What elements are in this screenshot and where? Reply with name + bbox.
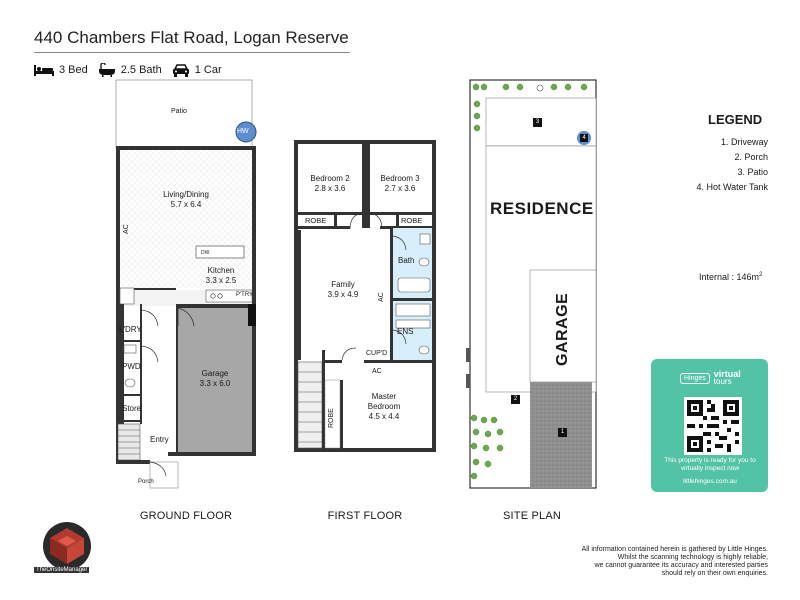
garage-room-label: Garage 3.3 x 6.0: [200, 369, 231, 389]
legend-item-patio: 3. Patio: [737, 167, 768, 177]
virtual-tours-wordmark: virtual tours: [714, 370, 741, 386]
disclaimer-line-2: Whilst the scanning technology is highly…: [617, 554, 768, 561]
robe-left-label: ROBE: [305, 216, 327, 225]
site-garage-label: GARAGE: [554, 292, 571, 366]
ground-floor-caption: GROUND FLOOR: [139, 510, 233, 522]
kitchen-label: Kitchen 3.3 x 2.5: [206, 266, 237, 286]
ac-family-label: AC: [378, 292, 385, 302]
family-label: Family 3.9 x 4.9: [328, 280, 359, 300]
spec-cars-label: 1 Car: [194, 64, 222, 76]
marker-4-hot-water: 4: [580, 134, 588, 142]
residence-label: RESIDENCE: [490, 199, 594, 218]
spec-baths: 2.5 Bath: [98, 63, 162, 77]
porch-area: [149, 461, 179, 489]
hw-marker-label: HW: [237, 128, 249, 135]
first-floor-caption: FIRST FLOOR: [327, 510, 403, 522]
kitchen-name: Kitchen: [207, 266, 235, 275]
spec-baths-label: 2.5 Bath: [120, 64, 162, 76]
bedroom-3-name: Bedroom 3: [380, 174, 420, 183]
disclaimer: All information contained herein is gath…: [582, 546, 768, 578]
marker-2-porch: 2: [511, 395, 520, 404]
hinges-brand-pill: Hinges: [680, 372, 710, 384]
marker-3-patio: 3: [533, 118, 542, 127]
patio-area: [115, 79, 253, 149]
robe-right-label: ROBE: [401, 216, 423, 225]
legend-list: 1. Driveway 2. Porch 3. Patio 4. Hot Wat…: [696, 135, 768, 195]
internal-area-unit-sup: 2: [759, 272, 763, 278]
robe-master-label: ROBE: [328, 408, 335, 428]
living-dining-dim: 5.7 x 6.4: [170, 200, 202, 209]
legend-item-driveway: 1. Driveway: [720, 137, 768, 147]
master-name: Master: [371, 392, 397, 401]
master-name-2: Bedroom: [367, 402, 401, 411]
property-specs: 3 Bed 2.5 Bath 1 Car: [34, 62, 222, 78]
virtual-tour-badge: Hinges virtual tours: [680, 369, 741, 387]
living-floor: [118, 148, 256, 288]
marker-1-driveway: 1: [558, 428, 567, 437]
spec-cars: 1 Car: [172, 63, 222, 77]
qr-code-icon[interactable]: [684, 397, 742, 455]
first-floor-plan: [294, 140, 436, 452]
bedroom-3-dim: 2.7 x 3.6: [384, 184, 416, 193]
cupboard-label: CUP'D: [366, 350, 388, 357]
patio-label: Patio: [171, 108, 187, 115]
master-dim: 4.5 x 4.4: [368, 412, 400, 421]
disclaimer-line-1: All information contained herein is gath…: [581, 546, 768, 553]
ground-floor-plan: [115, 79, 257, 489]
garden-shrubs: [470, 83, 588, 480]
entry-label: Entry: [150, 435, 169, 444]
living-dining-name: Living/Dining: [163, 190, 209, 199]
kitchen-dim: 3.3 x 2.5: [205, 276, 237, 285]
ensuite-label: ENS: [397, 327, 414, 336]
family-name: Family: [331, 280, 355, 289]
spec-beds: 3 Bed: [34, 64, 88, 76]
onsite-manager-logo-icon: [43, 522, 91, 570]
bedroom-3-label: Bedroom 3 2.7 x 3.6: [380, 174, 419, 194]
car-icon: [172, 63, 189, 77]
ac-master-label: AC: [372, 368, 382, 375]
title-divider: [34, 52, 350, 53]
bed-icon: [34, 65, 54, 76]
virtual-tour-url[interactable]: littlehinges.com.au: [683, 478, 737, 485]
garage-floor: [178, 308, 252, 452]
property-address: 440 Chambers Flat Road, Logan Reserve: [34, 28, 349, 47]
legend-title: LEGEND: [708, 112, 763, 127]
laundry-label: L'DRY: [119, 325, 142, 334]
legend-item-hot-water-tank: 4. Hot Water Tank: [696, 182, 768, 192]
tours-word: tours: [713, 377, 732, 386]
spec-beds-label: 3 Bed: [59, 64, 88, 76]
disclaimer-line-3: we cannot guarantee its accuracy and int…: [594, 562, 768, 569]
bedroom-2-name: Bedroom 2: [310, 174, 350, 183]
bath-icon: [98, 63, 115, 77]
bedroom-2-label: Bedroom 2 2.8 x 3.6: [310, 174, 349, 194]
pantry-label: P'TRY: [236, 292, 254, 298]
site-plan-drawing: [466, 79, 597, 489]
master-bedroom-label: Master Bedroom 4.5 x 4.4: [368, 392, 400, 422]
disclaimer-line-4: should rely on their own enquiries.: [661, 570, 768, 577]
store-label: Store: [122, 404, 142, 413]
internal-area: Internal : 146m2: [699, 272, 762, 282]
ac-ground-label: AC: [123, 224, 130, 234]
powder-room-label: PWD: [122, 362, 141, 371]
virtual-tour-note: This property is ready for you to virtua…: [664, 457, 756, 472]
dw-label: DW: [201, 250, 210, 256]
porch-label: Porch: [138, 479, 154, 485]
site-plan-caption: SITE PLAN: [502, 510, 562, 522]
garage-dim: 3.3 x 6.0: [199, 379, 231, 388]
internal-area-value: Internal : 146m: [699, 272, 760, 282]
first-floor-stairs: [297, 361, 323, 449]
virtual-word: virtual: [713, 369, 741, 379]
family-dim: 3.9 x 4.9: [327, 290, 359, 299]
logo-text: TheOnsiteManager: [34, 567, 90, 573]
garage-name: Garage: [201, 369, 229, 378]
bedroom-2-dim: 2.8 x 3.6: [314, 184, 346, 193]
living-dining-label: Living/Dining 5.7 x 6.4: [163, 190, 209, 210]
legend-item-porch: 2. Porch: [734, 152, 768, 162]
bath-label: Bath: [398, 256, 415, 265]
hot-water-tank: [235, 121, 257, 143]
